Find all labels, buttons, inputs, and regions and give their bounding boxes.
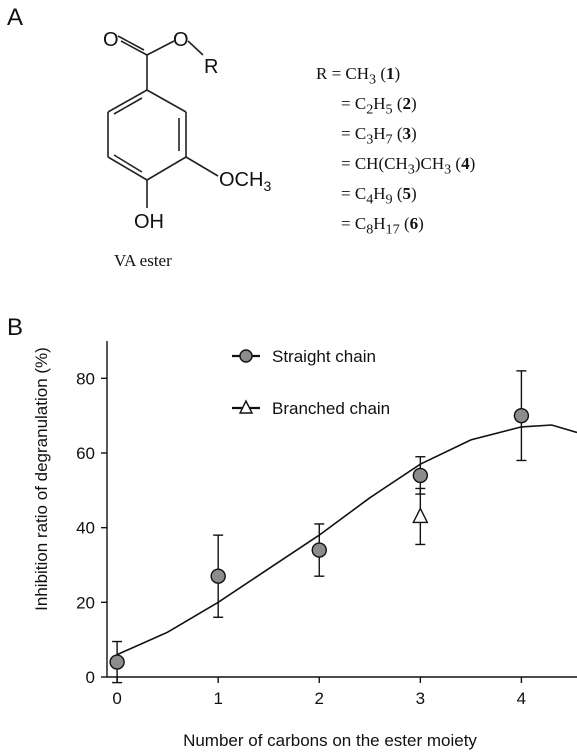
r-line-4: = CH(CH3)CH3 (4) bbox=[341, 154, 476, 178]
fit-curve bbox=[116, 424, 577, 656]
r-group-label: R bbox=[204, 56, 218, 78]
data-point-straight bbox=[210, 568, 226, 584]
x-tick-label: 2 bbox=[315, 689, 324, 708]
y-tick-label: 40 bbox=[76, 519, 95, 538]
data-point-straight bbox=[311, 542, 327, 558]
y-tick-label: 0 bbox=[86, 668, 95, 687]
fit-curve-layer bbox=[116, 424, 577, 656]
structure-caption: VA ester bbox=[114, 251, 172, 270]
r-line-6: = C8H17 (6) bbox=[341, 214, 424, 238]
legend-marker-circle bbox=[239, 349, 253, 363]
r-group-list: R = CH3 (1) = C2H5 (2) = C3H7 (3) = CH(C… bbox=[316, 62, 475, 243]
x-axis-label: Number of carbons on the ester moiety bbox=[183, 731, 477, 750]
x-tick-label: 4 bbox=[517, 689, 526, 708]
y-tick-label: 80 bbox=[76, 369, 95, 388]
panel-a-letter: A bbox=[7, 4, 24, 31]
data-point-straight bbox=[412, 467, 429, 484]
x-tick-label: 1 bbox=[213, 689, 222, 708]
va-ester-structure: O O R OCH3 OH VA ester bbox=[103, 29, 271, 270]
r-line-1: R = CH3 (1) bbox=[316, 64, 401, 88]
hydroxyl-label: OH bbox=[134, 211, 164, 233]
ester-o-label: O bbox=[173, 29, 189, 51]
legend-marker-triangle bbox=[238, 399, 254, 414]
legend-label: Straight chain bbox=[272, 347, 376, 366]
methoxy-label: OCH3 bbox=[219, 169, 271, 194]
y-tick-label: 60 bbox=[76, 444, 95, 463]
carbonyl-o-label: O bbox=[103, 29, 119, 51]
data-point-straight bbox=[109, 654, 125, 670]
data-point-straight bbox=[513, 407, 530, 424]
y-axis-label: Inhibition ratio of degranulation (%) bbox=[32, 347, 51, 611]
r-line-2: = C2H5 (2) bbox=[341, 94, 417, 118]
r-line-3: = C3H7 (3) bbox=[341, 124, 417, 148]
r-line-5: = C4H9 (5) bbox=[341, 184, 417, 208]
data-point-branched bbox=[412, 506, 429, 524]
x-tick-label: 3 bbox=[416, 689, 425, 708]
data-marks bbox=[109, 370, 530, 684]
panel-b-letter: B bbox=[7, 314, 24, 341]
y-tick-label: 20 bbox=[76, 593, 95, 612]
legend-label: Branched chain bbox=[272, 399, 390, 418]
chart-axes: 0 20 40 60 80 0 1 2 3 4 bbox=[76, 341, 577, 708]
x-tick-label: 0 bbox=[112, 689, 121, 708]
